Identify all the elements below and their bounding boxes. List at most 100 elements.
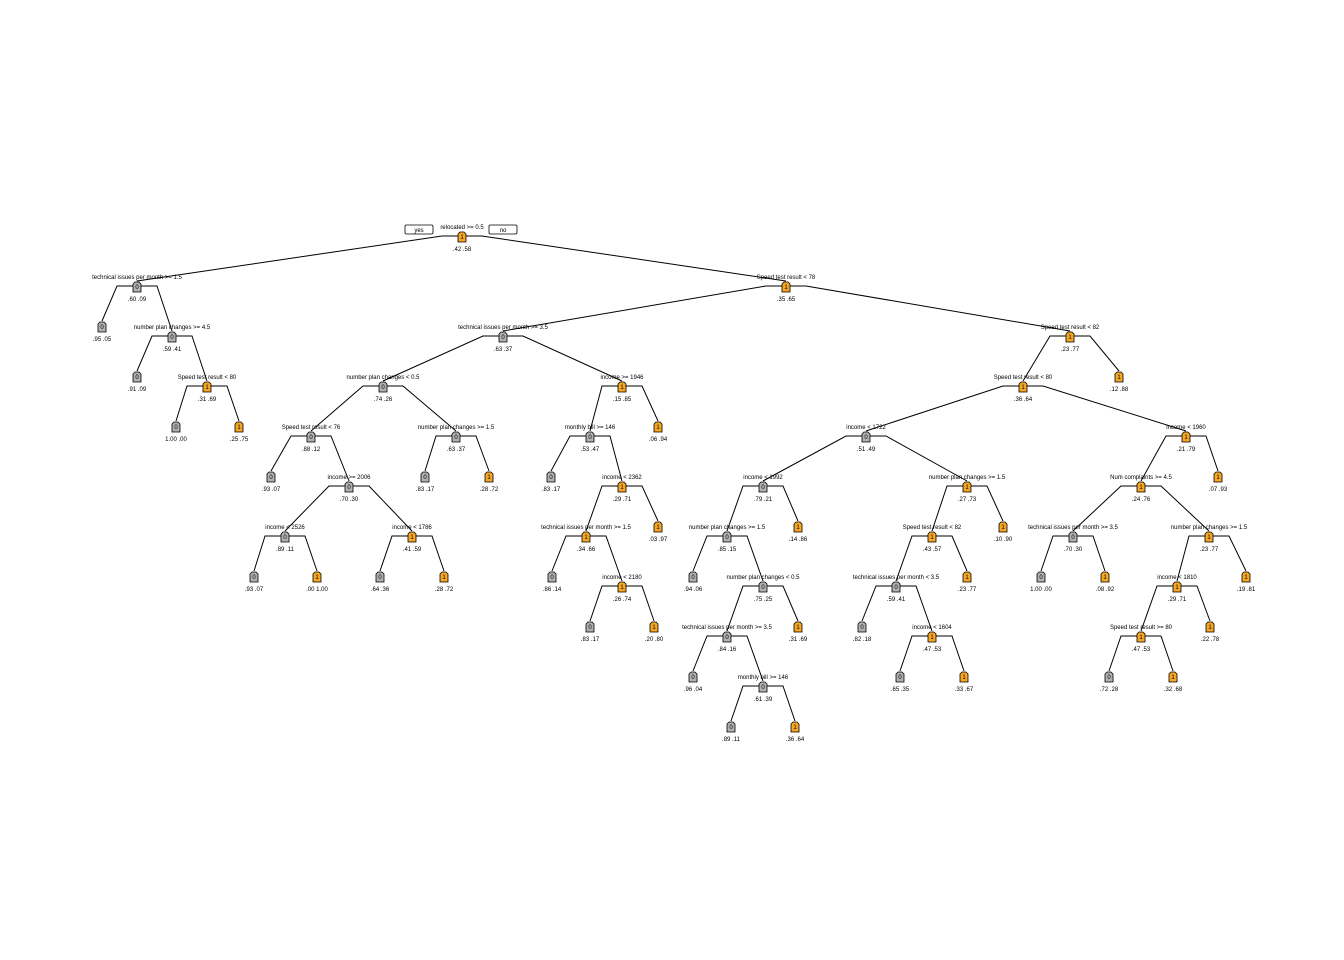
node-class-label: 1 <box>656 425 660 431</box>
node-split-label: income < 1722 <box>846 425 886 431</box>
node-split-label: Speed test result < 82 <box>903 525 962 531</box>
tree-edge <box>1140 585 1177 632</box>
node-box <box>132 371 142 383</box>
node-probabilities: .32 .68 <box>1164 687 1183 693</box>
node-class-label: 0 <box>378 575 382 581</box>
node-class-label: 1 <box>965 485 969 491</box>
tree-edge <box>1141 485 1210 532</box>
node-class-label: 0 <box>1107 675 1111 681</box>
node-probabilities: .26 .74 <box>613 597 632 603</box>
tree-node: 1.14 .86 <box>789 521 808 543</box>
node-class-label: 0 <box>894 585 898 591</box>
tree-node: 1.22 .78 <box>1201 621 1220 643</box>
tree-edge <box>896 585 933 632</box>
node-probabilities: .00 1.00 <box>306 587 328 593</box>
node-box <box>688 671 698 683</box>
node-box <box>1136 631 1146 643</box>
node-box <box>861 431 871 443</box>
node-probabilities: .31 .69 <box>789 637 808 643</box>
node-box <box>688 571 698 583</box>
root-branch-labels: yes no <box>404 224 518 235</box>
node-box <box>1104 671 1114 683</box>
node-box <box>793 621 803 633</box>
tree-edge <box>931 485 967 532</box>
node-class-label: 1 <box>1171 675 1175 681</box>
tree-edge <box>585 485 622 532</box>
node-split-label: technical issues per month >= 3.5 <box>1028 525 1118 531</box>
node-class-label: 1 <box>1244 575 1248 581</box>
node-box <box>617 381 627 393</box>
node-box <box>249 571 259 583</box>
node-split-label: technical issues per month < 3.5 <box>853 575 940 581</box>
node-class-label: 0 <box>135 285 139 291</box>
node-probabilities: .28 .72 <box>435 587 454 593</box>
tree-edge <box>207 385 240 422</box>
tree-node: 1.03 .97 <box>649 521 668 543</box>
tree-edge <box>692 535 727 572</box>
tree-edge <box>379 535 412 572</box>
node-class-label: 0 <box>309 435 313 441</box>
node-split-label: technical issues per month >= 3.5 <box>682 625 772 631</box>
tree-edge <box>866 435 968 482</box>
tree-node: 1.25 .75 <box>230 421 249 443</box>
node-box <box>927 531 937 543</box>
node-box <box>581 531 591 543</box>
tree-edge <box>692 635 727 672</box>
node-class-label: 1 <box>1068 335 1072 341</box>
node-box <box>1100 571 1110 583</box>
node-class-label: 1 <box>930 535 934 541</box>
node-class-label: 1 <box>1216 475 1220 481</box>
tree-edge <box>101 285 137 322</box>
node-split-label: income < 2526 <box>265 525 305 531</box>
tree-edge <box>1023 385 1187 432</box>
node-class-label: 1 <box>1184 435 1188 441</box>
node-probabilities: .20 .80 <box>645 637 664 643</box>
tree-node: 0.93 .07 <box>245 571 264 593</box>
tree-node: 01.00 .00 <box>165 421 188 443</box>
node-split-label: technical issues per month >= 1.5 <box>92 275 182 281</box>
node-box <box>1172 581 1182 593</box>
node-class-label: 0 <box>100 325 104 331</box>
node-probabilities: .35 .65 <box>777 297 796 303</box>
node-box <box>1068 531 1078 543</box>
node-probabilities: .83 .17 <box>581 637 600 643</box>
node-split-label: income < 1960 <box>1166 425 1206 431</box>
node-class-label: 1 <box>930 635 934 641</box>
node-probabilities: .12 .88 <box>1110 387 1129 393</box>
node-probabilities: .59 .41 <box>887 597 906 603</box>
node-split-label: Num complaints >= 4.5 <box>1110 475 1172 481</box>
node-probabilities: .89 .11 <box>722 737 741 743</box>
node-probabilities: .70 .30 <box>1064 547 1083 553</box>
node-class-label: 0 <box>549 475 553 481</box>
tree-edge <box>137 285 173 332</box>
tree-node: 1.28 .72 <box>435 571 454 593</box>
node-split-label: income < 1604 <box>912 625 952 631</box>
node-split-label: Speed test result < 82 <box>1041 325 1100 331</box>
node-class-label: 0 <box>381 385 385 391</box>
node-class-label: 1 <box>1139 485 1143 491</box>
node-box <box>726 721 736 733</box>
tree-node: 1.08 .92 <box>1096 571 1115 593</box>
tree-node: 1.19 .81 <box>1237 571 1256 593</box>
node-box <box>617 581 627 593</box>
node-box <box>266 471 276 483</box>
tree-edge <box>502 285 786 332</box>
tree-node: 1.00 1.00 <box>306 571 329 593</box>
node-class-label: 0 <box>761 485 765 491</box>
tree-edge <box>730 685 763 722</box>
node-probabilities: .86 .14 <box>543 587 562 593</box>
node-split-label: Speed test result < 80 <box>994 375 1053 381</box>
node-split-label: relocated >= 0.5 <box>440 225 484 231</box>
tree-edge <box>1141 635 1174 672</box>
tree-edge <box>622 485 659 522</box>
tree-edge <box>586 535 623 582</box>
node-probabilities: .36 .64 <box>786 737 805 743</box>
node-split-label: income < 1786 <box>392 525 432 531</box>
